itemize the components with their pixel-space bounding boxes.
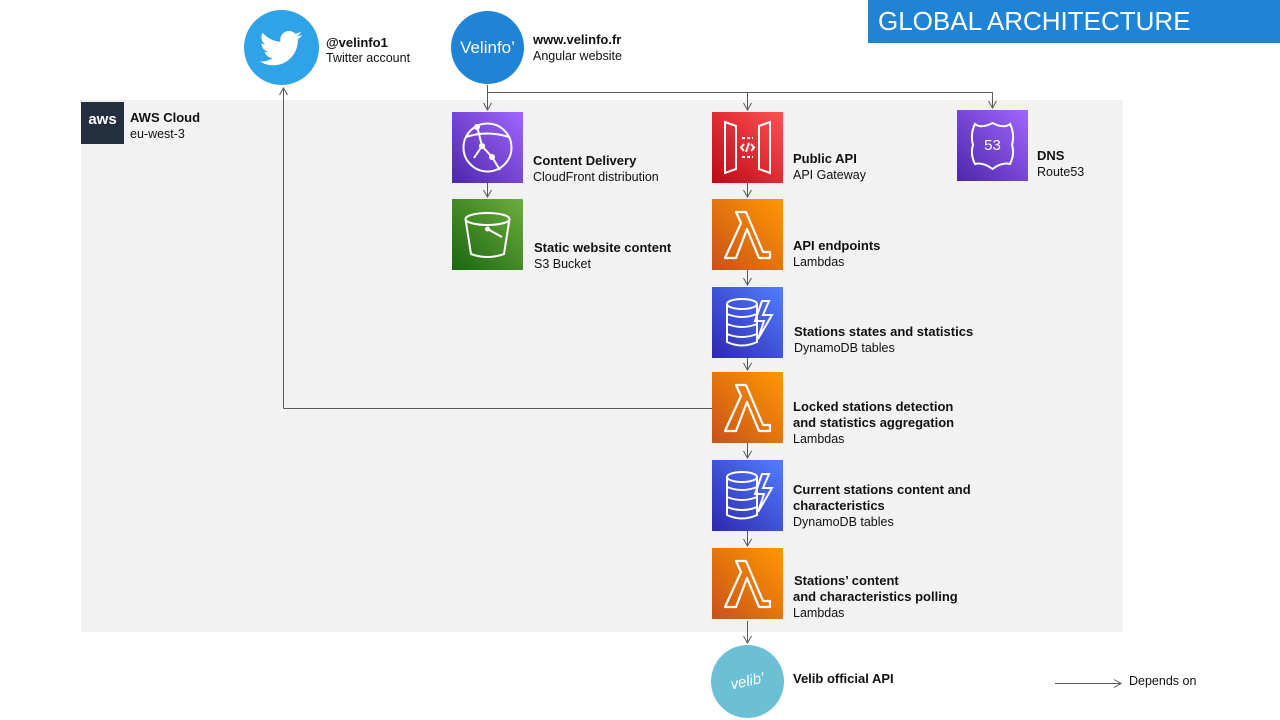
s3-subtitle: S3 Bucket [534,257,591,271]
ddb-current-title-line1: Current stations content and [793,482,971,497]
route53-title: DNS [1037,148,1065,163]
cloudfront-service [452,112,523,183]
twitter-bird-icon [259,30,303,66]
dynamodb-icon [726,471,774,520]
ddb-current-title-line2: characteristics [793,498,885,513]
velinfo-logo-text: Velinfo’ [460,38,515,57]
lambda-icon [723,210,772,260]
aws-logo-icon: aws [81,102,124,144]
website-title: www.velinfo.fr [533,32,622,47]
lambda-api-subtitle: Lambdas [793,255,845,269]
lambda-icon [723,383,772,433]
velinfo-website-node: Velinfo’ [451,11,524,84]
twitter-title: @velinfo1 [326,35,388,50]
cloudfront-title: Content Delivery [533,153,637,168]
cloudfront-subtitle: CloudFront distribution [533,170,659,184]
route53-shield-icon [970,121,1015,171]
velib-api-node: velib’ [711,645,784,718]
lambda-polling-subtitle: Lambdas [793,606,845,620]
lambda-locked-title-line1: Locked stations detection [793,399,954,414]
api-gateway-service [712,112,783,183]
apigw-subtitle: API Gateway [793,168,866,182]
aws-cloud-title: AWS Cloud [130,110,201,125]
aws-cloud-region [81,100,1123,632]
lambda-locked-title-line2: and statistics aggregation [793,415,955,430]
s3-service [452,199,523,270]
s3-bucket-icon [464,212,511,258]
route53-service: 53 [957,110,1028,181]
api-gateway-icon [724,120,771,175]
lambda-icon [723,559,772,609]
route53-badge: 53 [984,137,1001,154]
ddb-current-service [712,460,783,531]
ddb-states-subtitle: DynamoDB tables [794,341,895,355]
dynamodb-icon [726,298,774,347]
ddb-states-title: Stations states and statistics [794,324,974,339]
lambda-polling-service [712,548,783,619]
twitter-subtitle: Twitter account [326,51,411,65]
apigw-title: Public API [793,151,857,166]
lambda-api-service [712,199,783,270]
lambda-locked-subtitle: Lambdas [793,432,845,446]
website-subtitle: Angular website [533,49,622,63]
velib-logo-text: velib’ [729,669,766,694]
ddb-current-subtitle: DynamoDB tables [793,515,894,529]
lambda-polling-title-line2: and characteristics polling [793,589,958,604]
aws-region-label: eu-west-3 [130,127,185,141]
page-title: GLOBAL ARCHITECTURE [878,6,1191,36]
lambda-locked-service [712,372,783,443]
route53-subtitle: Route53 [1037,165,1085,179]
aws-logo-text: aws [88,111,117,128]
lambda-polling-title-line1: Stations’ content [794,573,899,588]
ddb-states-service [712,287,783,358]
velib-title: Velib official API [793,671,894,686]
title-bar [868,0,1280,43]
lambda-api-title: API endpoints [793,238,881,253]
cloudfront-icon [462,122,513,173]
legend-label: Depends on [1129,674,1197,688]
s3-title: Static website content [534,240,672,255]
twitter-node [244,10,319,85]
